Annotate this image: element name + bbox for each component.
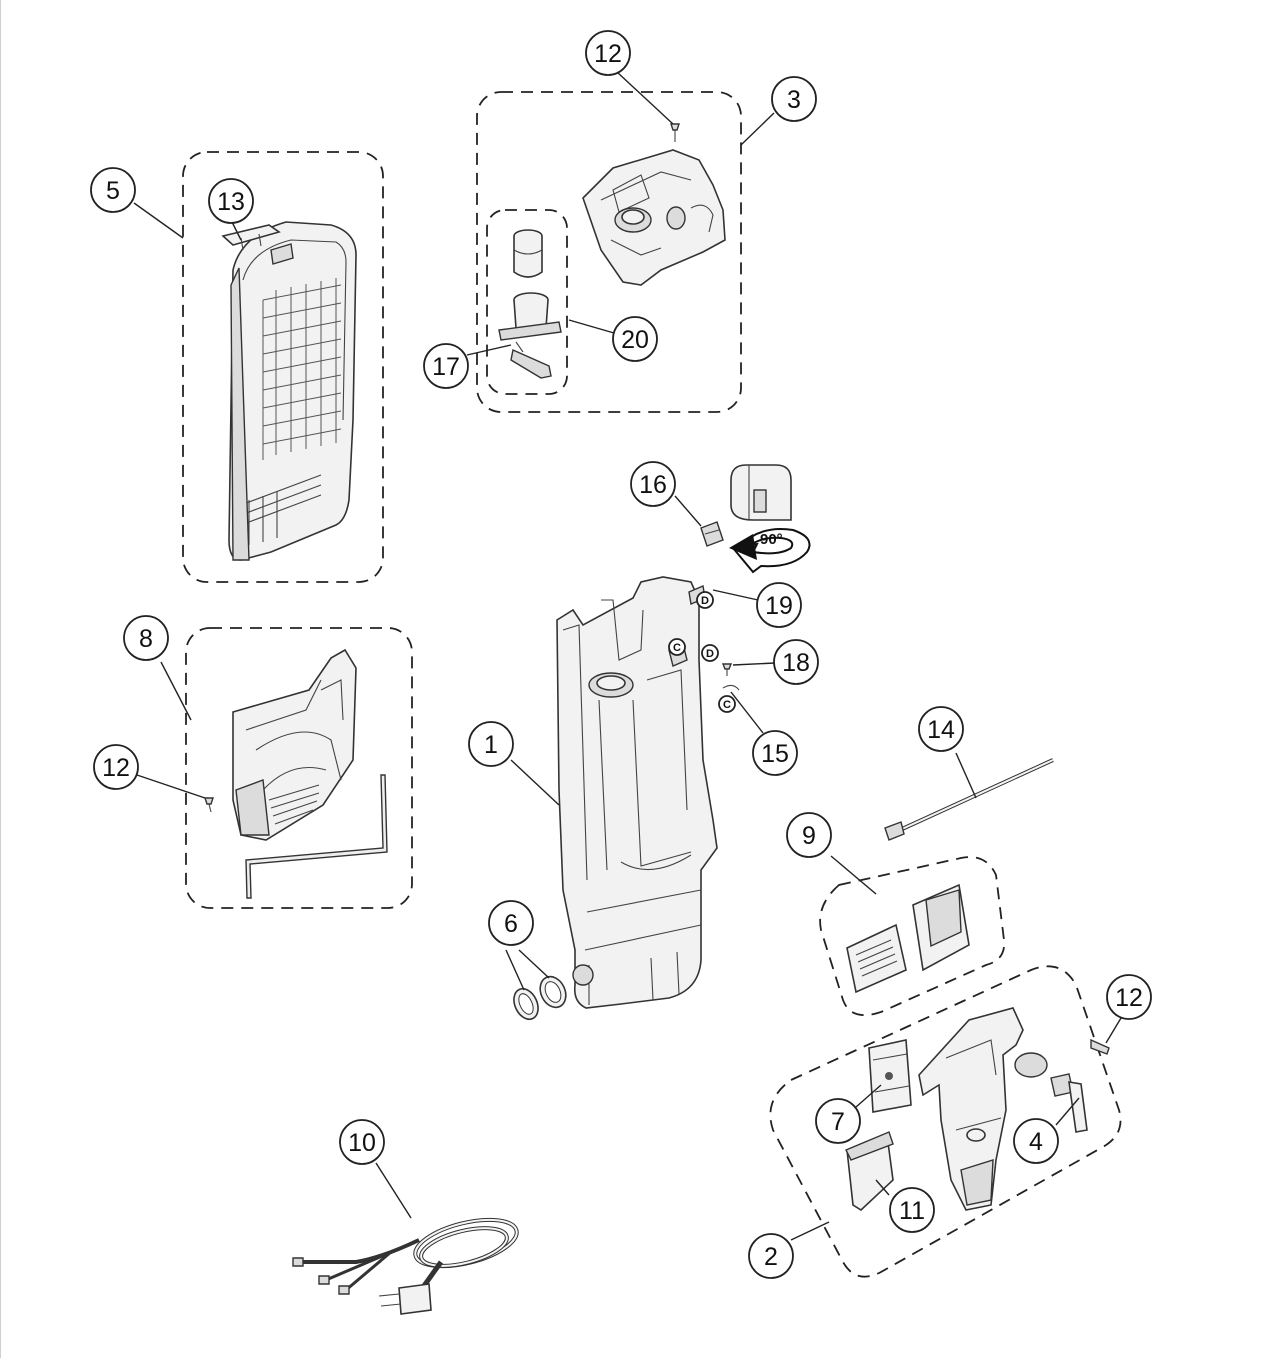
callout-7: 7: [815, 1098, 861, 1144]
svg-text:5: 5: [106, 177, 120, 205]
grille-mesh: [262, 278, 342, 460]
part-12-right-screw: [1090, 1038, 1110, 1055]
callout-12-left: 12: [93, 744, 139, 790]
part-12-left-screw: [204, 797, 214, 813]
svg-text:C: C: [723, 699, 731, 711]
svg-text:3: 3: [787, 86, 801, 114]
svg-text:9: 9: [802, 822, 816, 850]
part-18-screw: [721, 663, 733, 676]
part-1-main-body: [556, 576, 718, 1009]
leader-lines: [133, 71, 1122, 1241]
callout-5: 5: [90, 167, 136, 213]
group-20-box: [486, 209, 568, 395]
group-8-box: [185, 627, 413, 909]
callout-19: 19: [756, 582, 802, 628]
part-6-hose-clamps: [513, 975, 567, 1021]
svg-text:15: 15: [761, 740, 789, 768]
part-15-wire-clip: [722, 684, 740, 691]
svg-text:14: 14: [927, 716, 955, 744]
callout-14: 14: [918, 706, 964, 752]
part-13-clip: [221, 224, 294, 265]
callout-6: 6: [488, 900, 534, 946]
part-10-power-cord: [292, 1217, 519, 1315]
svg-text:11: 11: [899, 1197, 925, 1225]
callout-13: 13: [208, 178, 254, 224]
svg-text:2: 2: [764, 1243, 778, 1271]
callout-1: 1: [468, 721, 514, 767]
callout-11: 11: [889, 1187, 935, 1233]
svg-text:18: 18: [782, 649, 810, 677]
callout-18: 18: [773, 639, 819, 685]
svg-text:20: 20: [621, 326, 649, 354]
part-17-latch: [510, 341, 552, 379]
callout-20: 20: [612, 316, 658, 362]
svg-text:19: 19: [765, 592, 793, 620]
part-8-motor-housing: [232, 648, 357, 841]
callout-16: 16: [630, 461, 676, 507]
callout-17: 17: [423, 343, 469, 389]
part-11-pedal: [845, 1131, 894, 1212]
callout-3: 3: [771, 76, 817, 122]
svg-text:C: C: [673, 642, 681, 654]
rotation-label: 90°: [760, 531, 783, 548]
svg-text:12: 12: [102, 754, 130, 782]
callout-10: 10: [339, 1119, 385, 1165]
svg-text:6: 6: [504, 910, 518, 938]
svg-text:8: 8: [139, 625, 153, 653]
part-4-knob: [1050, 1073, 1088, 1133]
callout-9: 9: [786, 812, 832, 858]
svg-text:4: 4: [1029, 1128, 1043, 1156]
part-16-switch: [700, 521, 724, 547]
part-12-top-screw: [670, 123, 680, 142]
part-5-grille-cover: [228, 221, 357, 561]
callout-12-right: 12: [1106, 974, 1152, 1020]
svg-text:16: 16: [639, 471, 667, 499]
callout-8: 8: [123, 615, 169, 661]
callout-4: 4: [1013, 1118, 1059, 1164]
svg-text:10: 10: [348, 1129, 376, 1157]
part-3-top-housing: [582, 149, 726, 286]
part-7-plate: [868, 1039, 912, 1113]
group-5-box: [182, 151, 384, 583]
svg-text:D: D: [701, 595, 709, 607]
svg-text:12: 12: [1115, 984, 1143, 1012]
callout-2: 2: [748, 1233, 794, 1279]
gasket-rod: [245, 774, 388, 899]
svg-text:17: 17: [432, 353, 460, 381]
part-2-handle-bracket: [918, 1007, 1048, 1211]
group-3-box: [476, 91, 742, 413]
svg-text:13: 13: [217, 188, 245, 216]
svg-text:12: 12: [594, 40, 622, 68]
part-14-wire: [884, 758, 1054, 841]
group-9-box: [819, 856, 1006, 1016]
rotation-arrow-icon: [729, 528, 811, 574]
svg-text:1: 1: [484, 731, 498, 759]
part-9-plates: [846, 883, 970, 994]
callout-15: 15: [752, 730, 798, 776]
svg-text:7: 7: [831, 1108, 845, 1136]
switch-detail-inset: [730, 464, 792, 521]
part-20-swivel-coupling: [498, 229, 562, 341]
callout-12-top: 12: [585, 30, 631, 76]
svg-text:D: D: [706, 648, 714, 660]
connector-tags: D D C C: [668, 591, 736, 713]
